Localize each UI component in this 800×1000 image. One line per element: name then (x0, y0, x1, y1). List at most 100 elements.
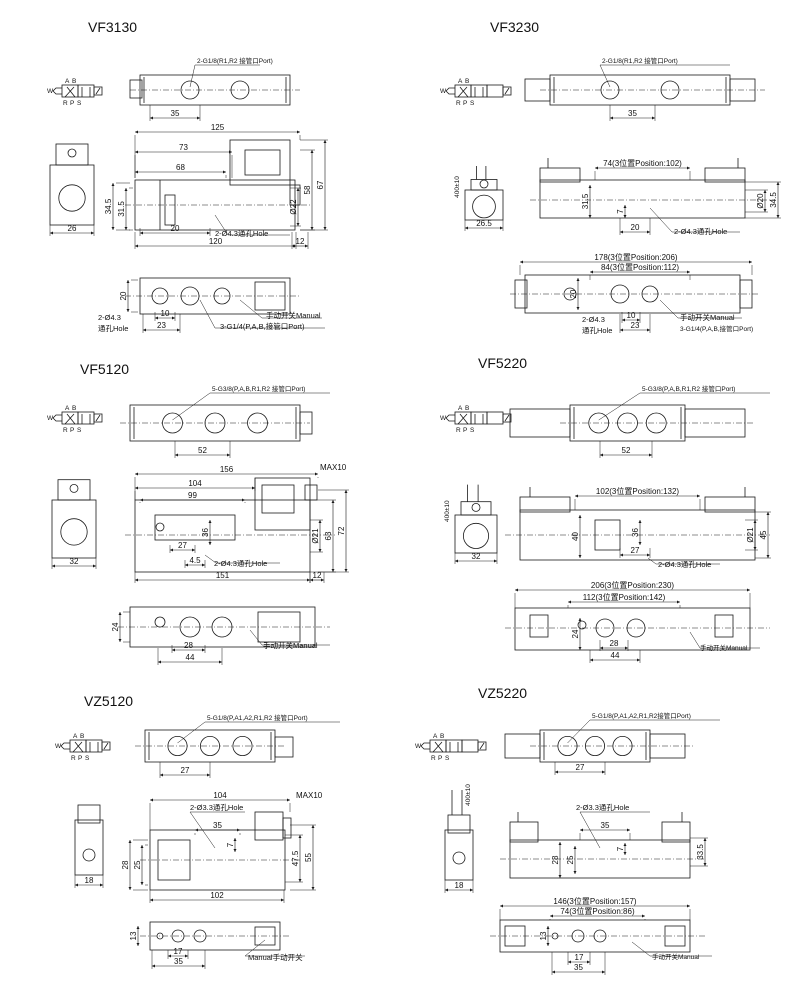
dimension-label: Ø20 (756, 193, 765, 209)
arrow-head (297, 130, 300, 134)
horizontal-dimension: 17 (567, 952, 591, 965)
leader (189, 64, 196, 88)
arrow-head (135, 472, 138, 476)
horizontal-dimension: 28 (599, 639, 629, 651)
fitting (274, 736, 294, 758)
dimension-label: 27 (178, 541, 187, 550)
arrow-head (555, 770, 558, 774)
dimension-label: 32 (70, 557, 79, 566)
top-view: 5-G1/8(P,A1,A2,R1,R2接管口Port) (504, 711, 720, 763)
coil-terminal (471, 502, 481, 512)
arrow-head (753, 547, 757, 550)
arrow-head (242, 498, 245, 502)
dimension-label: 36 (631, 528, 640, 537)
port-circle (557, 736, 578, 757)
horizontal-dimension: 17 (167, 947, 189, 959)
hole-note: 通孔Hole (582, 325, 612, 335)
arrow-head (520, 260, 523, 264)
arrow-head (470, 888, 473, 892)
port-label-p: P (78, 755, 82, 762)
leader (249, 629, 263, 646)
horizontal-dimension: 112(3位置Position:142) (567, 592, 681, 608)
arrow-head (575, 494, 578, 498)
vertical-dimension: 40 (571, 515, 582, 558)
leader-line (172, 392, 330, 421)
symbol-box (461, 739, 479, 753)
dimension-label: 102(3位置Position:132) (596, 486, 679, 496)
arrow-head (610, 116, 613, 120)
valve-body (539, 179, 746, 219)
horizontal-dimension: 12 (291, 232, 309, 249)
end-body (444, 829, 474, 881)
horizontal-dimension: 68 (134, 163, 227, 178)
horizontal-dimension: 32 (454, 552, 498, 564)
solenoid-housing (504, 733, 541, 759)
port-circle (660, 80, 680, 100)
dimension-label: 32 (472, 552, 481, 561)
horizontal-dimension: 35 (149, 105, 201, 121)
arrow-head (140, 498, 143, 502)
dimension-label: 120 (209, 237, 223, 246)
horizontal-dimension: 151 (134, 571, 311, 583)
end-body (51, 499, 97, 559)
horizontal-dimension: 12 (309, 571, 325, 583)
arrow-head (500, 904, 503, 908)
arrow-head (318, 549, 322, 552)
arrow-head (638, 520, 642, 523)
horizontal-dimension: 27 (554, 762, 606, 775)
leader (567, 719, 591, 744)
dimension-label: 104 (188, 479, 202, 488)
arrow-head (558, 875, 562, 878)
vertical-dimension: 7 (616, 205, 627, 218)
leader (649, 207, 673, 233)
horizontal-dimension: 26.5 (464, 219, 504, 231)
hole-note: 2-Ø3.3通孔Hole (190, 802, 243, 812)
manual-note: 手动开关Manual (652, 952, 700, 961)
port-label-b: B (72, 405, 76, 412)
dimension-label: 151 (216, 571, 230, 580)
dimension-label: 28 (551, 855, 560, 864)
bottom-view (505, 607, 770, 651)
arrow-head (111, 227, 115, 230)
arrow-head (197, 116, 200, 120)
coil-terminal (69, 483, 79, 493)
arrow-head (192, 548, 195, 552)
horizontal-dimension: 26 (49, 224, 95, 236)
leader-line (204, 554, 280, 564)
flow-arrow (72, 741, 83, 753)
coil-housing (254, 811, 284, 841)
solenoid-actuator (502, 86, 512, 96)
arrow-head (208, 520, 212, 523)
arrow-head (143, 328, 146, 332)
vertical-dimension: 24 (111, 611, 130, 643)
arrow-head (687, 270, 690, 274)
port-circle (617, 412, 638, 434)
port-circle (585, 736, 606, 757)
hole-note: 2-Ø4.3通孔Hole (215, 228, 268, 238)
leader (647, 557, 657, 565)
arrow-head (219, 660, 222, 664)
arrow-head (296, 188, 300, 191)
arrow-head (140, 882, 144, 885)
arrow-head (155, 316, 158, 320)
vertical-dimension: Ø21 (745, 519, 758, 551)
arrow-head (292, 244, 295, 248)
port-label-b: B (72, 78, 76, 85)
arrow-head (135, 486, 138, 490)
port-note: 5-G1/8(P,A1,A2,R1,R2 接管口Port) (207, 713, 308, 722)
dimension-label: 44 (186, 653, 195, 662)
top-view: 5-G3/8(P,A,B,R1,R2 接管口Port) (120, 384, 330, 442)
port-label-p: P (438, 755, 442, 762)
arrow-head (160, 773, 163, 777)
arrow-head (602, 770, 605, 774)
arrow-head (602, 970, 605, 974)
dimension-label: 28 (121, 860, 130, 869)
horizontal-dimension: 35 (151, 950, 206, 969)
coil-housing (704, 167, 746, 183)
dimension-label: 74(3位置Position:86) (560, 906, 635, 916)
vertical-dimension: 13 (129, 926, 140, 946)
